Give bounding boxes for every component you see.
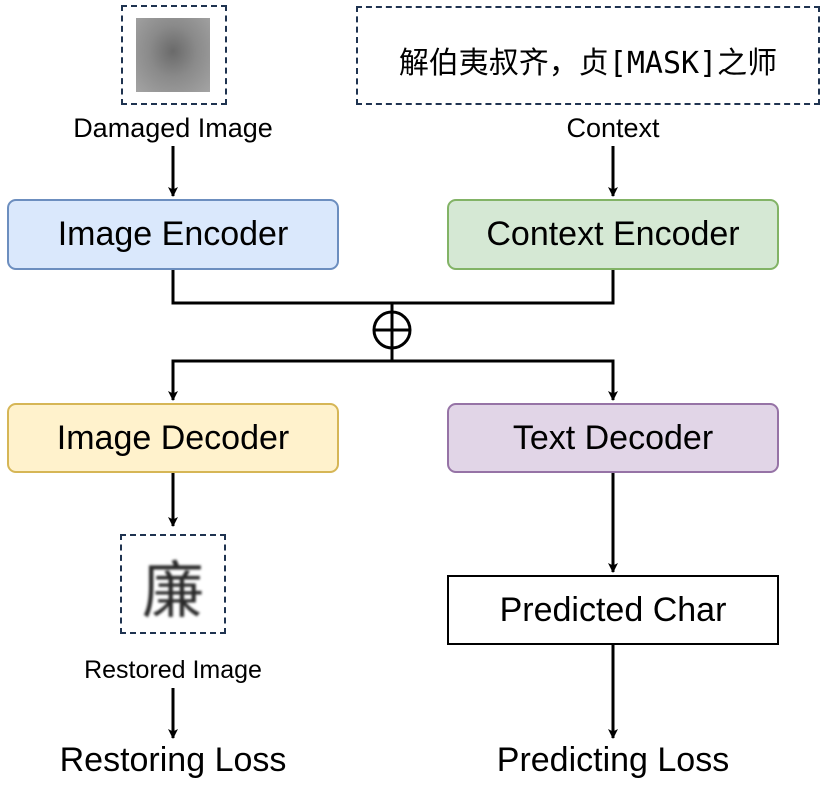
line-encoders-merge (171, 270, 615, 305)
restored-image: 廉 (141, 554, 204, 627)
image-encoder-box: Image Encoder (7, 199, 339, 270)
damaged-image-label: Damaged Image (73, 113, 273, 143)
damaged-image (136, 18, 210, 92)
text-decoder-box: Text Decoder (447, 403, 779, 473)
context-encoder-box: Context Encoder (447, 199, 779, 270)
line-split (171, 359, 615, 399)
context-label: Context (566, 113, 660, 143)
restored-image-label: Restored Image (84, 656, 262, 684)
damaged-image-frame (121, 5, 227, 105)
predicted-char-box: Predicted Char (447, 575, 779, 645)
context-text: 解伯夷叔齐，贞[MASK]之师 (398, 46, 778, 81)
restored-image-frame (120, 534, 226, 634)
restoring-loss-label: Restoring Loss (59, 741, 287, 779)
image-decoder-box: Image Decoder (7, 403, 339, 473)
predicting-loss-label: Predicting Loss (496, 741, 730, 779)
context-frame (356, 6, 820, 105)
